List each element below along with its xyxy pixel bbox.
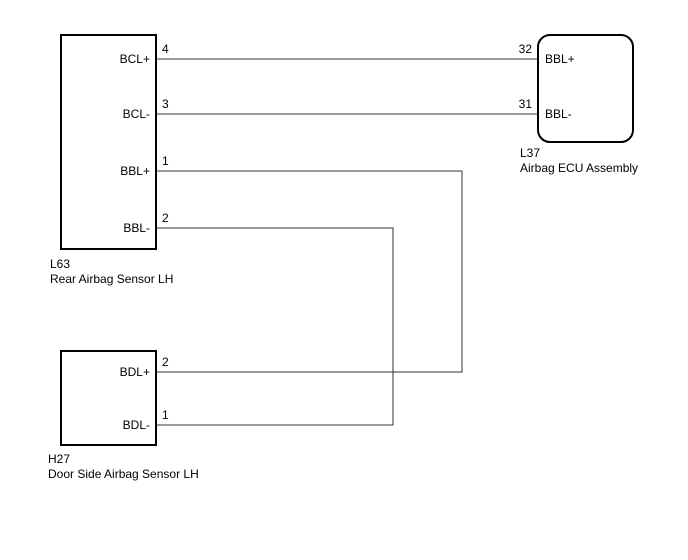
rear-airbag-sensor-box — [60, 34, 157, 250]
ecu-pin-number-31: 31 — [519, 97, 533, 111]
ecu-code: L37 — [520, 146, 540, 160]
door-sensor-code: H27 — [48, 452, 70, 466]
door-pin-number-2: 2 — [162, 355, 169, 369]
airbag-ecu: BBL+ BBL- 32 31 L37 Airbag ECU Assembly — [519, 34, 638, 175]
pin-number-1: 1 — [162, 154, 169, 168]
pin-number-3: 3 — [162, 97, 169, 111]
airbag-ecu-box — [537, 34, 634, 143]
ecu-pin-label-bbl-minus: BBL- — [545, 107, 572, 121]
rear-sensor-name: Rear Airbag Sensor LH — [50, 272, 173, 286]
pin-label-bcl-minus: BCL- — [123, 107, 150, 121]
wires — [156, 58, 538, 426]
pin-label-bbl-plus: BBL+ — [120, 164, 150, 178]
pin-number-4: 4 — [162, 42, 169, 56]
ecu-pin-label-bbl-plus: BBL+ — [545, 52, 575, 66]
pin-label-bdl-plus: BDL+ — [120, 365, 150, 379]
ecu-name: Airbag ECU Assembly — [520, 161, 638, 175]
wire-bbl-plus — [156, 170, 463, 373]
door-side-airbag-sensor-box — [60, 350, 157, 446]
door-side-airbag-sensor: BDL+ BDL- 2 1 H27 Door Side Airbag Senso… — [48, 350, 199, 481]
rear-sensor-code: L63 — [50, 257, 70, 271]
door-pin-number-1: 1 — [162, 408, 169, 422]
wire-bbl-minus — [156, 227, 394, 426]
ecu-pin-number-32: 32 — [519, 42, 533, 56]
pin-label-bbl-minus: BBL- — [123, 221, 150, 235]
door-sensor-name: Door Side Airbag Sensor LH — [48, 467, 199, 481]
pin-label-bcl-plus: BCL+ — [120, 52, 150, 66]
rear-airbag-sensor: BCL+ BCL- BBL+ BBL- 4 3 1 2 L63 Rear Air… — [50, 34, 173, 286]
pin-number-2: 2 — [162, 211, 169, 225]
pin-label-bdl-minus: BDL- — [123, 418, 150, 432]
